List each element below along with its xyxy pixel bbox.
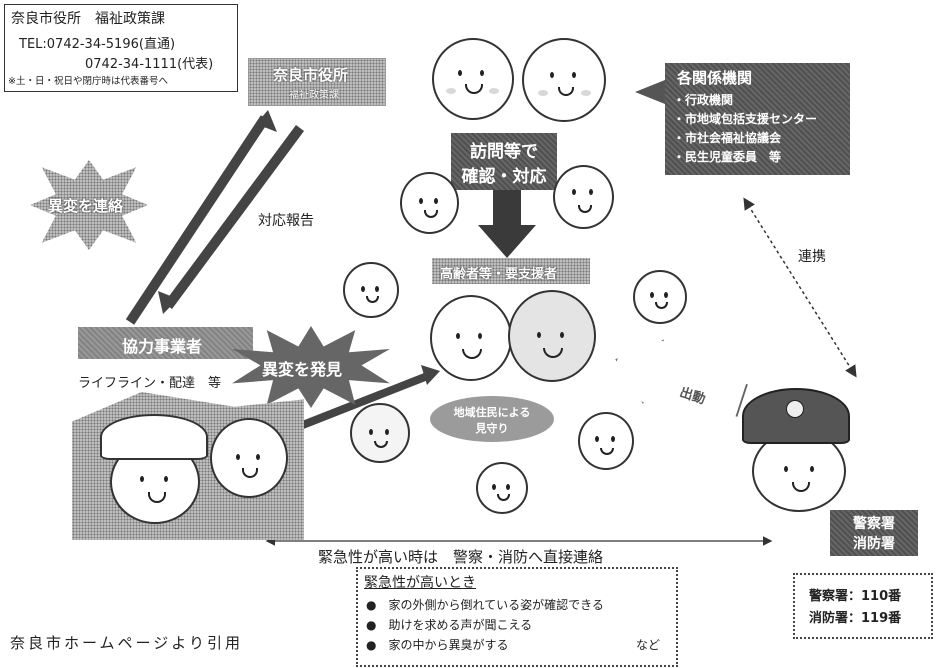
city-office-tel-main: 0742-34-1111(代表)	[85, 57, 214, 72]
police-fire-label-line2: 消防署	[853, 536, 895, 552]
urgent-direct-contact-text: 緊急性が高い時は 警察・消防へ直接連絡	[318, 548, 604, 566]
police-fire-label: 警察署 消防署	[830, 510, 918, 556]
visit-label-line1: 訪問等で	[470, 142, 538, 162]
city-office-label: 奈良市役所 福祉政策課	[248, 58, 386, 106]
partner-business-box: 協力事業者	[78, 327, 253, 359]
visit-label-line2: 確認・対応	[461, 167, 547, 187]
neighbor-face-curly	[350, 403, 410, 463]
emergency-numbers-box: 警察署：110番 消防署：119番	[793, 573, 933, 639]
resident-label-line2: 見守り	[475, 422, 509, 435]
cooperation-line	[743, 197, 857, 378]
urgent-situations-box: 緊急性が高いとき ● 家の外側から倒れている姿が確認できる ● 助けを求める声が…	[356, 567, 678, 667]
related-org-pointer	[635, 80, 665, 104]
visit-label: 訪問等で 確認・対応	[451, 133, 557, 190]
elderly-face-woman	[508, 290, 596, 382]
city-office-note: ※土・日・祝日や閉庁時は代表番号へ	[8, 76, 168, 87]
resident-monitoring-label: 地域住民による 見守り	[430, 396, 554, 442]
bullet-icon: ●	[366, 598, 389, 612]
related-org-item: ・市地域包括支援センター	[673, 112, 818, 126]
staff-face-right	[522, 38, 606, 122]
urgent-situation-item: ● 家の外側から倒れている姿が確認できる	[366, 598, 604, 612]
related-org-item: ・市社会福祉協議会	[673, 131, 782, 145]
city-office-contact-box: 奈良市役所 福祉政策課 TEL:0742-34-5196(直通) 0742-34…	[4, 4, 238, 92]
neighbor-face-right	[633, 270, 687, 324]
police-number: 警察署：110番	[809, 589, 902, 604]
urgent-situation-item: ● 家の中から異臭がする	[366, 638, 509, 652]
cooperation-label: 連携	[798, 249, 826, 265]
report-label: 対応報告	[258, 213, 314, 229]
neighbor-face-glasses	[578, 412, 634, 470]
neighbor-face-bottom	[476, 462, 528, 514]
elderly-face-man	[430, 295, 512, 381]
volunteer-face-left	[400, 172, 459, 234]
source-citation: 奈良市ホームページより引用	[10, 634, 243, 652]
elderly-label: 高齢者等・要支援者	[432, 258, 590, 284]
contact-arrow	[125, 110, 277, 325]
related-organizations-title: 各関係機関	[677, 69, 753, 87]
police-badge-icon	[786, 400, 804, 418]
police-cap	[742, 388, 850, 444]
partner-business-subtitle: ライフライン・配達 等	[78, 376, 222, 391]
city-office-tel-direct: TEL:0742-34-5196(直通)	[19, 37, 176, 52]
fire-number: 消防署：119番	[809, 611, 902, 626]
visit-arrow	[478, 190, 536, 258]
city-office-label-dept: 福祉政策課	[289, 90, 339, 101]
contact-label: 異変を連絡	[30, 160, 148, 250]
related-org-item: ・民生児童委員 等	[673, 150, 782, 164]
urgent-situations-etc: など	[636, 638, 661, 652]
city-office-label-name: 奈良市役所	[273, 66, 349, 84]
report-arrow	[158, 125, 305, 314]
delivery-worker-cap-left	[100, 414, 208, 460]
resident-label-line1: 地域住民による	[453, 406, 531, 419]
urgent-situations-title: 緊急性が高いとき	[364, 575, 476, 591]
neighbor-face-girl	[343, 262, 399, 318]
bullet-icon: ●	[366, 638, 389, 652]
elderly-label-text: 高齢者等・要支援者	[440, 267, 558, 282]
discover-label-text: 異変を発見	[262, 360, 343, 379]
volunteer-face-right	[553, 165, 614, 229]
bullet-icon: ●	[366, 618, 389, 632]
urgent-situation-item: ● 助けを求める声が聞こえる	[366, 618, 533, 632]
city-office-title: 奈良市役所 福祉政策課	[11, 11, 165, 27]
related-organizations-box: 各関係機関 ・行政機関 ・市地域包括支援センター ・市社会福祉協議会 ・民生児童…	[665, 63, 850, 175]
delivery-worker-face-right	[210, 418, 288, 498]
discover-arrow	[288, 365, 440, 434]
staff-face-left	[432, 38, 514, 120]
partner-business-title: 協力事業者	[122, 337, 203, 356]
contact-label-text: 異変を連絡	[48, 197, 124, 215]
related-org-item: ・行政機関	[673, 93, 734, 107]
police-fire-label-line1: 警察署	[853, 516, 895, 532]
